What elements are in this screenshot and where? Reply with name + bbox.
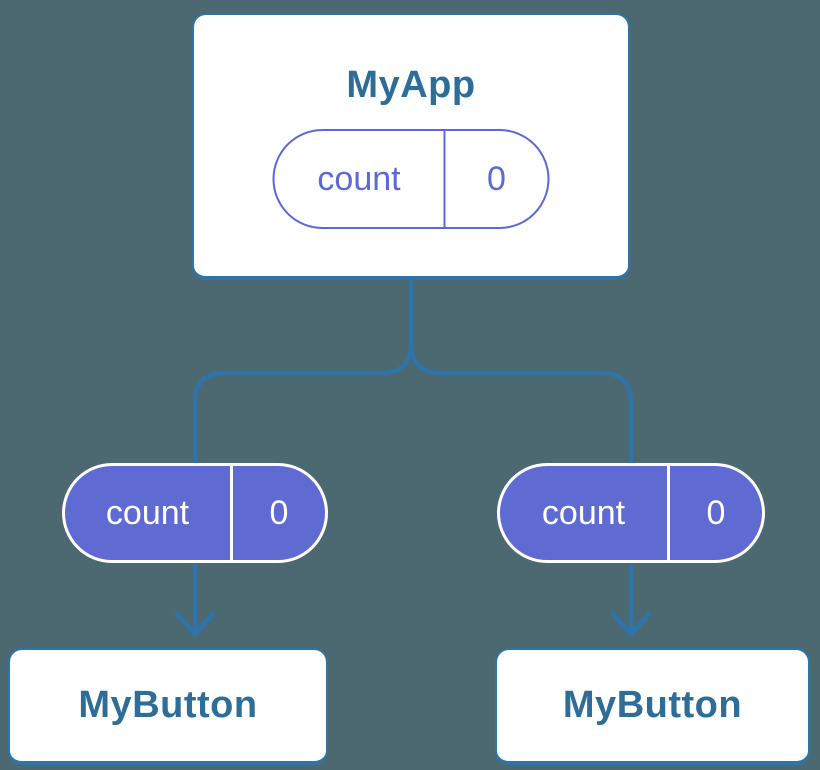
root-component-title: MyApp bbox=[346, 64, 476, 106]
state-name-label: count bbox=[317, 160, 401, 198]
arrow-down-right-icon bbox=[610, 611, 652, 638]
prop-name-label: count bbox=[105, 494, 190, 532]
connector-root-to-right-child bbox=[408, 277, 634, 633]
arrow-down-left-icon bbox=[174, 611, 216, 638]
child-component-title: MyButton bbox=[78, 684, 258, 726]
right-child-component-card: MyButton bbox=[495, 648, 810, 765]
prop-name-label: count bbox=[541, 494, 626, 532]
left-prop-pill: count 0 bbox=[62, 463, 328, 563]
prop-value-label: 0 bbox=[230, 466, 325, 560]
connector-root-to-left-child bbox=[192, 277, 414, 633]
root-state-pill: count 0 bbox=[272, 129, 550, 229]
state-value-label: 0 bbox=[443, 131, 548, 227]
right-prop-pill: count 0 bbox=[497, 463, 765, 563]
prop-value-label: 0 bbox=[667, 466, 762, 560]
child-component-title: MyButton bbox=[562, 684, 743, 726]
left-child-component-card: MyButton bbox=[8, 648, 328, 765]
root-component-card: MyApp count 0 bbox=[192, 13, 630, 280]
